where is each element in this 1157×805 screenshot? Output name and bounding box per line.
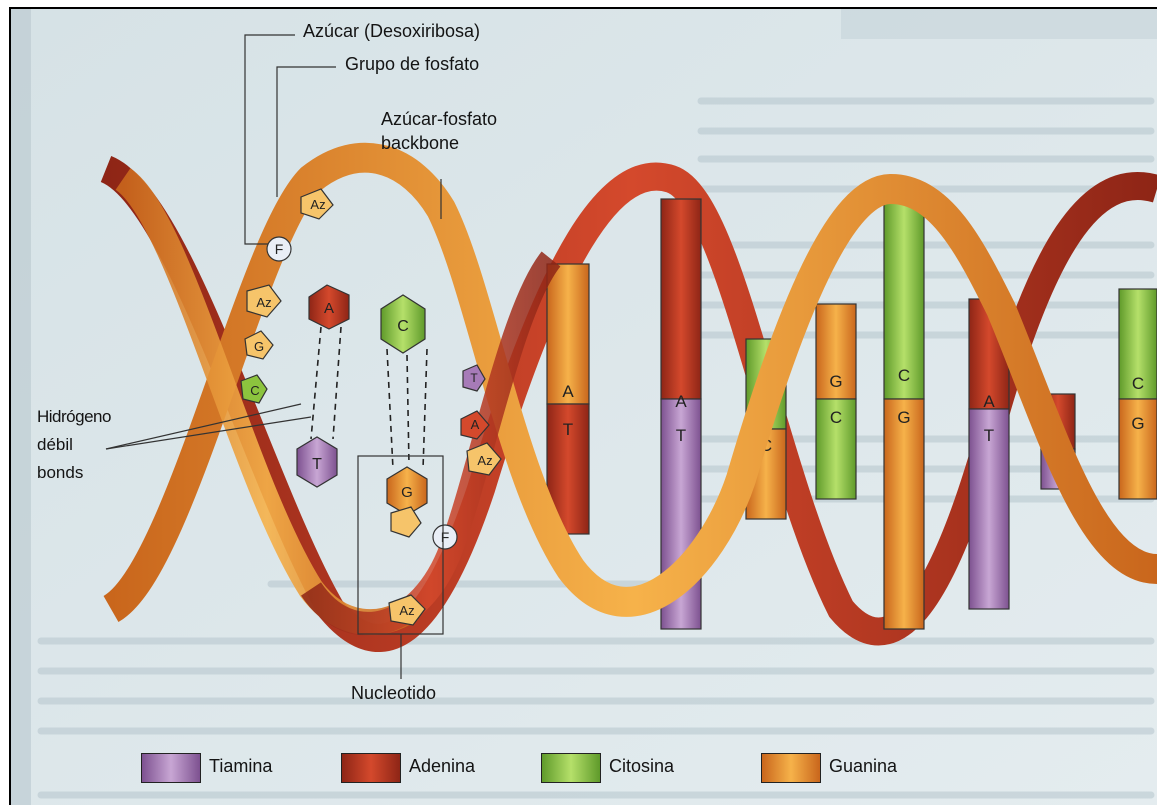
svg-text:G: G bbox=[829, 372, 842, 391]
svg-text:C: C bbox=[250, 383, 259, 398]
svg-text:T: T bbox=[563, 420, 573, 439]
svg-text:A: A bbox=[471, 417, 480, 432]
legend-swatch-tiamina bbox=[141, 753, 201, 783]
legend-label-adenina: Adenina bbox=[409, 756, 475, 777]
svg-text:A: A bbox=[983, 392, 995, 411]
legend-label-citosina: Citosina bbox=[609, 756, 674, 777]
svg-text:G: G bbox=[1131, 414, 1144, 433]
svg-text:G: G bbox=[254, 339, 264, 354]
svg-text:Az: Az bbox=[310, 197, 325, 212]
dna-helix-illustration: A T A T G C G C C G A T A T C G bbox=[11, 9, 1157, 805]
svg-text:G: G bbox=[897, 408, 910, 427]
phosphate-group-label: Grupo de fosfato bbox=[345, 54, 479, 75]
sugar-label: Azúcar (Desoxiribosa) bbox=[303, 21, 480, 42]
svg-text:Az: Az bbox=[399, 603, 414, 618]
svg-text:Az: Az bbox=[256, 295, 271, 310]
legend-label-tiamina: Tiamina bbox=[209, 756, 272, 777]
legend-swatch-citosina bbox=[541, 753, 601, 783]
hydrogen-label-line3: bonds bbox=[37, 463, 83, 483]
dna-diagram-frame: A T A T G C G C C G A T A T C G bbox=[9, 7, 1157, 805]
svg-text:T: T bbox=[470, 371, 478, 385]
legend-label-guanina: Guanina bbox=[829, 756, 897, 777]
svg-text:C: C bbox=[830, 408, 842, 427]
svg-text:F: F bbox=[275, 241, 284, 257]
nucleotide-label: Nucleotido bbox=[351, 683, 436, 704]
svg-text:C: C bbox=[898, 366, 910, 385]
svg-text:A: A bbox=[324, 300, 334, 317]
svg-text:G: G bbox=[401, 484, 413, 501]
svg-text:T: T bbox=[312, 456, 322, 473]
legend-swatch-guanina bbox=[761, 753, 821, 783]
legend-swatch-adenina bbox=[341, 753, 401, 783]
svg-text:A: A bbox=[675, 392, 687, 411]
svg-text:T: T bbox=[984, 426, 994, 445]
svg-text:F: F bbox=[441, 529, 450, 545]
hydrogen-label-line1: Hidrógeno bbox=[37, 407, 111, 427]
svg-text:C: C bbox=[397, 318, 409, 335]
svg-text:C: C bbox=[1132, 374, 1144, 393]
hydrogen-label-line2: débil bbox=[37, 435, 73, 455]
svg-text:A: A bbox=[562, 382, 574, 401]
svg-text:Az: Az bbox=[477, 453, 492, 468]
backbone-label-line1: Azúcar-fosfato bbox=[381, 109, 497, 130]
svg-text:T: T bbox=[676, 426, 686, 445]
backbone-label-line2: backbone bbox=[381, 133, 459, 154]
